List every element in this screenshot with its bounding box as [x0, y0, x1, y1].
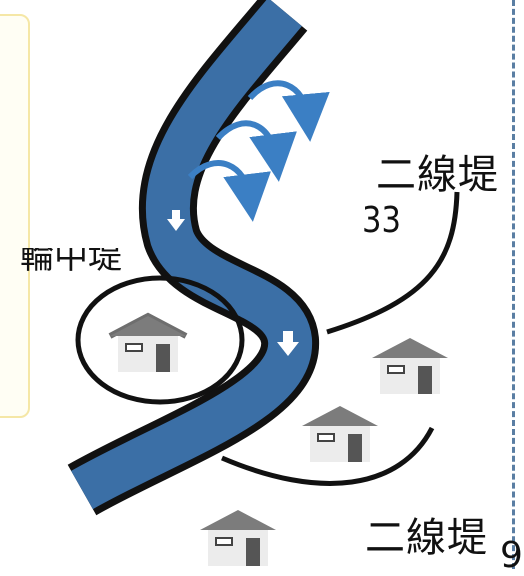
house-icon — [302, 406, 378, 462]
secondary-levee-lower — [221, 426, 435, 486]
ring-levee — [75, 275, 245, 405]
dashed-border — [512, 0, 515, 569]
overflow-arrow-3 — [187, 160, 271, 222]
secondary-levee-label-bottom: 二線堤 — [365, 515, 488, 561]
secondary-levee-upper — [326, 191, 460, 335]
secondary-levee-label-top: 二線堤 — [376, 152, 499, 198]
page-number: 9 — [500, 535, 523, 576]
flow-arrow-2 — [277, 331, 299, 356]
house-icon — [372, 338, 448, 394]
overflow-arrow-1 — [247, 80, 330, 142]
house-icon — [200, 510, 276, 566]
ring-levee-label: 輪中堤 — [20, 248, 122, 277]
house-icon — [108, 312, 188, 372]
overflow-arrow-2 — [215, 120, 297, 182]
number-label: 33 — [362, 200, 401, 241]
left-panel — [0, 14, 30, 418]
flow-arrow-1 — [167, 210, 185, 231]
river-water — [71, 0, 312, 510]
